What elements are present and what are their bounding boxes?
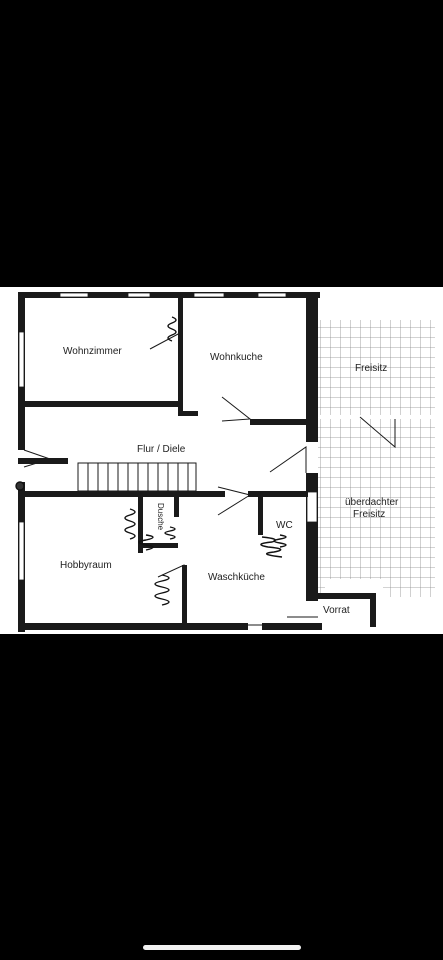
floor-plan-image: Wohnzimmer Wohnkuche Freisitz Flur / Die… xyxy=(0,287,443,634)
terrace-tiles xyxy=(318,320,435,597)
windows xyxy=(18,292,318,581)
label-dusche: Dusche xyxy=(156,503,165,531)
label-ueberdachter: überdachter xyxy=(345,497,399,508)
floor-plan-drawing: Wohnzimmer Wohnkuche Freisitz Flur / Die… xyxy=(15,292,435,632)
label-wohnkueche: Wohnkuche xyxy=(210,352,263,363)
door-swings xyxy=(23,332,396,626)
label-waschkueche: Waschküche xyxy=(208,572,265,583)
home-indicator[interactable] xyxy=(143,945,301,950)
label-vorrat: Vorrat xyxy=(323,605,350,616)
room-labels: Wohnzimmer Wohnkuche Freisitz Flur / Die… xyxy=(60,346,399,616)
label-flur-diele: Flur / Diele xyxy=(137,444,186,455)
pen-scribbles xyxy=(15,316,287,606)
label-hobbyraum: Hobbyraum xyxy=(60,560,112,571)
staircase xyxy=(77,462,197,492)
label-wohnzimmer: Wohnzimmer xyxy=(63,346,122,357)
label-ueberdachter-freisitz: Freisitz xyxy=(353,509,385,520)
label-freisitz: Freisitz xyxy=(355,363,387,374)
label-wc: WC xyxy=(276,520,293,531)
